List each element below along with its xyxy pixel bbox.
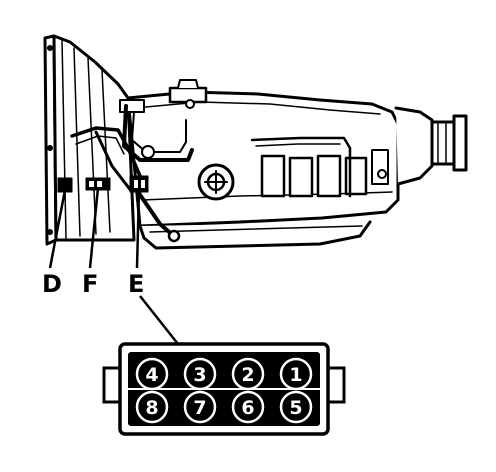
callout-f: F: [82, 270, 98, 298]
bell-rib: [73, 47, 81, 237]
transmission-illustration: [43, 34, 468, 250]
connector-pin: [231, 357, 265, 391]
callout-d: D: [42, 270, 62, 298]
output-flange: [452, 114, 468, 172]
wire-harness: [94, 130, 134, 194]
connector-pin: [135, 390, 169, 424]
oil-pan: [138, 220, 372, 250]
connector-pin-number: 4: [145, 364, 158, 386]
output-shaft: [430, 120, 456, 166]
leader-line-connector: [139, 295, 179, 345]
bolt: [47, 145, 53, 151]
connector-pin-number: 7: [193, 397, 206, 419]
valve-body-block: [316, 154, 342, 198]
eight-pin-connector: 4 3 2 1 8 7 6 5: [102, 342, 346, 436]
connector-pin: [231, 390, 265, 424]
bolt: [47, 45, 53, 51]
connector-pin-number: 6: [241, 397, 254, 419]
callout-e: E: [128, 270, 144, 298]
valve-body-block: [260, 154, 286, 198]
connector-pin: [279, 390, 313, 424]
bell-rib: [61, 39, 67, 239]
connector-pin-number: 2: [241, 364, 254, 386]
bell-rib: [87, 57, 97, 235]
connector-pin: [279, 357, 313, 391]
connector-d-body: [57, 177, 73, 193]
vent-tube: [75, 135, 125, 155]
connector-pin: [183, 390, 217, 424]
cooler-line: [122, 104, 194, 162]
valve-body-block: [288, 156, 314, 198]
vent-tube: [70, 126, 142, 178]
connector-pin-number: 5: [289, 397, 302, 419]
case-upper-ridge: [134, 101, 381, 115]
connector-pin: [183, 357, 217, 391]
connector-pins: 4 3 2 1 8 7 6 5: [135, 357, 313, 424]
bolt: [47, 229, 53, 235]
connector-pin-number: 1: [289, 364, 302, 386]
connector-pin: [135, 357, 169, 391]
leader-line-d: [48, 189, 67, 269]
connector-e-body: [129, 175, 149, 193]
leader-line-f: [88, 187, 100, 269]
leader-line-e: [135, 189, 141, 269]
cooler-line: [131, 111, 187, 153]
connector-pin-number: 8: [145, 397, 158, 419]
tail-housing: [394, 106, 434, 186]
leader-lines: [48, 187, 179, 345]
connector-pin-number: 3: [193, 364, 206, 386]
